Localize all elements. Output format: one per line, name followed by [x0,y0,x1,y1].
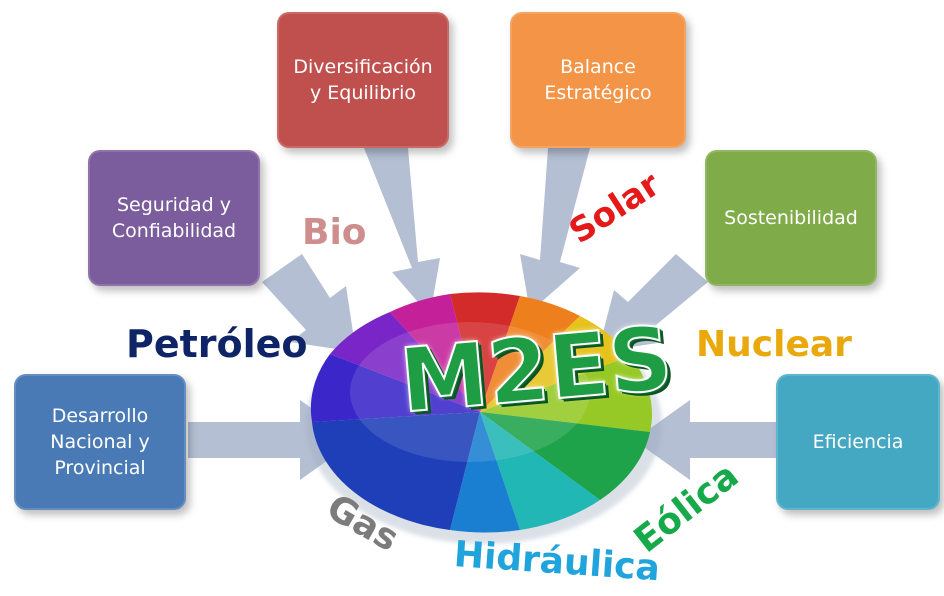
arrow-balance [520,148,590,312]
box-diversificacion: Diversificación y Equilibrio [277,12,449,148]
box-seguridad: Seguridad y Confiabilidad [88,150,260,286]
pie-slice-blue [312,412,480,530]
box-balance: Balance Estratégico [510,12,686,148]
arrows [188,148,776,480]
pie-slice-green [480,412,650,500]
pie-slice-cyan [450,412,520,533]
label-nuclear: Nuclear [696,324,852,365]
arrow-diversificacion [364,148,440,316]
pie-slice-navy [310,354,480,422]
pie-slice-orange [480,296,580,412]
arrow-sostenibilidad [598,254,708,352]
pie-slice-red [450,292,520,412]
label-petroleo: Petróleo [126,322,308,366]
box-desarrollo: Desarrollo Nacional y Provincial [14,374,186,510]
box-eficiencia: Eficiencia [776,374,940,510]
box-sostenibilidad: Sostenibilidad [705,150,877,286]
central-pie [306,292,662,544]
arrow-seguridad [262,254,356,352]
pie-slice-purple [330,312,480,412]
label-bio: Bio [302,212,367,253]
pie-slice-yellow [480,316,630,412]
arrow-eficiencia [634,400,776,480]
pie-slice-lime [480,356,652,432]
